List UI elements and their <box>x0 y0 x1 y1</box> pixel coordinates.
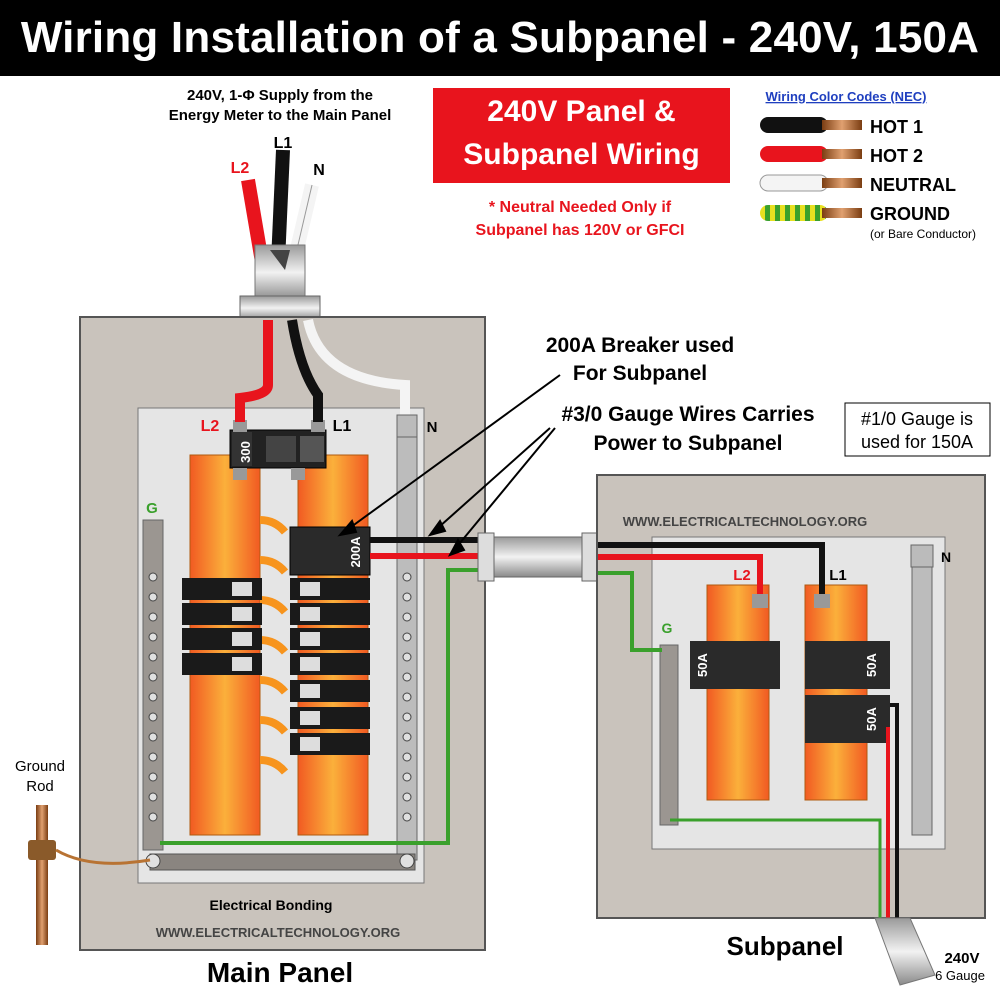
sub-l2-lug <box>752 594 768 608</box>
ground-rod-icon <box>28 805 151 945</box>
sub-l1-wire <box>598 542 825 598</box>
legend-hot1: HOT 1 <box>760 117 923 137</box>
header-box <box>433 88 730 183</box>
output-cable <box>874 917 936 986</box>
supply-l1-label: L1 <box>274 135 293 152</box>
sub-g-label: G <box>662 620 673 636</box>
header-note-2: Subpanel has 120V or GFCI <box>476 222 685 239</box>
neutral-terminal-icon <box>396 414 418 438</box>
main-l2-wire <box>235 320 273 422</box>
legend-hot1-label: HOT 1 <box>870 117 923 137</box>
feeder-ground-wire <box>160 568 480 845</box>
annotation-gauge-2: Power to Subpanel <box>593 432 782 455</box>
note-box <box>844 402 991 457</box>
legend-hot2-label: HOT 2 <box>870 146 923 166</box>
main-screw-icons <box>145 572 415 869</box>
sub-l2-wire <box>598 554 763 598</box>
sub-l1-label: L1 <box>829 567 847 584</box>
sub-neutral-terminal-icon <box>910 544 934 568</box>
output-gauge: 6 Gauge <box>935 968 985 983</box>
ground-rod-line-2: Rod <box>26 778 54 795</box>
output-hot2-wire <box>886 727 890 920</box>
annotation-breaker-2: For Subpanel <box>573 362 707 385</box>
supply-line-1: 240V, 1-Φ Supply from the <box>187 87 373 104</box>
note-line-1: #1/0 Gauge is <box>861 409 973 429</box>
supply-n-label: N <box>313 162 325 179</box>
output-ground-wire <box>670 818 882 920</box>
supply-cable <box>239 149 321 321</box>
note-line-2: used for 150A <box>861 432 973 452</box>
annotation-arrows <box>337 374 561 557</box>
feeder-conduit <box>477 532 599 582</box>
annotation-gauge-1: #3/0 Gauge Wires Carries <box>561 403 814 426</box>
sub-n-label: N <box>941 549 951 565</box>
main-panel <box>79 316 486 951</box>
sub-breaker-rating: 200A <box>348 536 363 568</box>
legend-hot2: HOT 2 <box>760 146 923 166</box>
header-line-1: 240V Panel & <box>487 95 676 128</box>
main-l1-label: L1 <box>333 418 352 435</box>
main-bonding-label: Electrical Bonding <box>210 897 333 913</box>
supply-l2-label: L2 <box>231 160 250 177</box>
main-panel-label: Main Panel <box>207 957 353 988</box>
subpanel-breaker-200a <box>289 526 371 576</box>
main-neutral-wire <box>303 318 410 420</box>
page-title: Wiring Installation of a Subpanel - 240V… <box>20 13 980 62</box>
main-g-label: G <box>146 500 158 517</box>
legend-neutral-label: NEUTRAL <box>870 175 956 195</box>
legend-neutral: NEUTRAL <box>759 174 956 195</box>
main-website: WWW.ELECTRICALTECHNOLOGY.ORG <box>156 925 401 940</box>
output-voltage: 240V <box>944 950 979 967</box>
main-branch-breakers <box>182 578 370 755</box>
output-hot1-wire <box>890 703 899 920</box>
supply-line-2: Energy Meter to the Main Panel <box>169 107 392 124</box>
sub-l2-label: L2 <box>733 567 751 584</box>
sub-l1-lug <box>814 594 830 608</box>
sub-breaker-right2-rating: 50A <box>864 706 879 730</box>
main-breaker-rating: 300 <box>238 441 253 463</box>
sub-breaker-right1-rating: 50A <box>864 652 879 676</box>
main-l2-label: L2 <box>201 418 220 435</box>
ground-rod-line-1: Ground <box>15 758 65 775</box>
title-bar <box>0 0 1000 76</box>
legend-ground-label: GROUND <box>870 204 950 224</box>
sub-breaker-left-rating: 50A <box>695 652 710 676</box>
main-n-label: N <box>427 419 438 436</box>
sub-website: WWW.ELECTRICALTECHNOLOGY.ORG <box>623 514 868 529</box>
main-l1-wire <box>287 319 323 422</box>
header-note-1: * Neutral Needed Only if <box>489 199 672 216</box>
header-line-2: Subpanel Wiring <box>463 138 700 171</box>
sub-ground-wire <box>598 571 662 652</box>
legend-ground: GROUND (or Bare Conductor) <box>760 204 976 241</box>
legend-ground-sub: (or Bare Conductor) <box>870 227 976 241</box>
legend-title: Wiring Color Codes (NEC) <box>766 89 927 104</box>
sub-breakers <box>690 641 890 743</box>
subpanel-label: Subpanel <box>726 931 843 961</box>
subpanel <box>596 474 986 919</box>
annotation-breaker-1: 200A Breaker used <box>546 334 734 357</box>
